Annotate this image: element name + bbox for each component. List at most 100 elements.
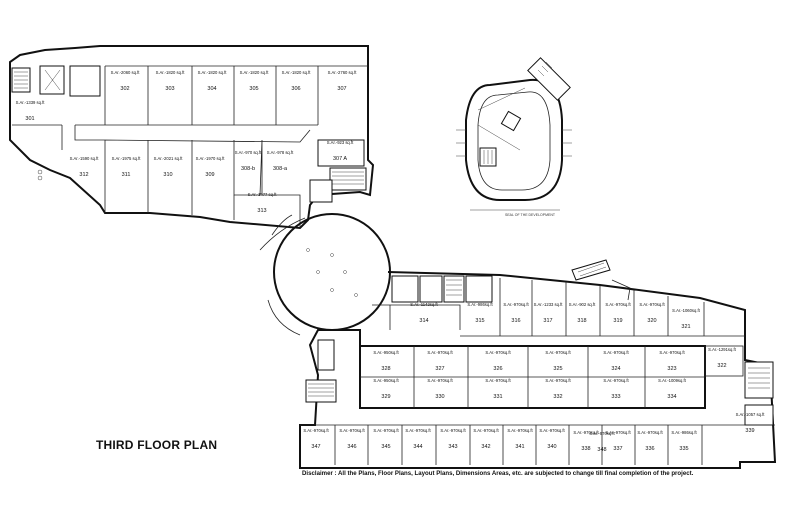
unit-area-label: S.Ar.-970sq.ft [503, 302, 529, 307]
unit-number-label: 331 [493, 394, 502, 400]
unit-area-label: S.Ar.-2760 sq.ft [328, 70, 358, 75]
unit-area-label: S.Ar.-986sq.ft [467, 302, 493, 307]
unit-number-label: 303 [165, 86, 174, 92]
left-wing [9, 45, 375, 230]
unit-number-label: 327 [435, 366, 444, 372]
unit-area-label: S.Ar.-970sq.ft [539, 428, 565, 433]
unit-number-label: 334 [667, 394, 676, 400]
unit-area-label: S.Ar.-1291sq.ft [708, 347, 737, 352]
unit-number-label: 332 [553, 394, 562, 400]
unit-number-label: 324 [611, 366, 620, 372]
unit-area-label: S.Ar.-950sq.ft [373, 378, 399, 383]
unit-area-label: S.Ar.-1820 sq.ft [156, 70, 186, 75]
unit-number-label: 308-a [273, 166, 288, 172]
unit-number-label: 304 [207, 86, 216, 92]
unit-number-label: 322 [717, 363, 726, 369]
unit-area-label: S.Ar.-970sq.ft [573, 430, 599, 435]
unit-number-label: 340 [547, 444, 556, 450]
unit-area-label: S.Ar.-970sq.ft [373, 428, 399, 433]
unit-number-label: 344 [413, 444, 422, 450]
unit-number-label: 311 [122, 172, 131, 178]
unit-number-label: 306 [291, 86, 300, 92]
unit-area-label: S.Ar.-970 sq.ft [235, 150, 262, 155]
unit-area-label: S.Ar.-1820 sq.ft [282, 70, 312, 75]
unit-area-label: S.Ar.-1060sq.ft [672, 308, 701, 313]
unit-number-label: 307 [337, 86, 346, 92]
unit-number-label: 336 [645, 446, 654, 452]
unit-area-label: S.Ar.-986sq.ft [671, 430, 697, 435]
unit-number-label: 312 [79, 172, 88, 178]
unit-number-label: 341 [515, 444, 524, 450]
unit-area-label: S.Ar.-970sq.ft [485, 378, 511, 383]
unit-area-label: S.Ar.-970sq.ft [303, 428, 329, 433]
right-wing [299, 259, 777, 469]
unit-number-label: 339 [745, 428, 754, 434]
unit-area-label: S.Ar.-970sq.ft [603, 378, 629, 383]
unit-number-label: 337 [613, 446, 622, 452]
unit-number-label: 305 [249, 86, 258, 92]
unit-number-label: 345 [381, 444, 390, 450]
unit-number-label: 315 [475, 318, 484, 324]
unit-area-label: S.Ar.-1975 sq.ft [112, 156, 142, 161]
unit-number-label: 320 [647, 318, 656, 324]
unit-number-label: 338 [581, 446, 590, 452]
unit-number-label: 325 [553, 366, 562, 372]
unit-area-label: S.Ar.-970sq.ft [427, 350, 453, 355]
unit-area-label: S.Ar.-970sq.ft [659, 350, 685, 355]
unit-area-label: S.Ar.-970sq.ft [605, 302, 631, 307]
unit-number-label: 308-b [241, 166, 255, 172]
unit-area-label: S.Ar.-1142sq.ft [410, 302, 438, 307]
unit-number-label: 313 [257, 208, 266, 214]
unit-area-label: S.Ar.-1009sq.ft [658, 378, 687, 383]
key-plan: SEAL OF THE DEVELOPMENT [456, 57, 572, 217]
unit-number-label: 335 [679, 446, 688, 452]
unit-area-label: S.Ar.-970sq.ft [545, 378, 571, 383]
disclaimer-text: Disclaimer : All the Plans, Floor Plans,… [302, 470, 694, 477]
unit-number-label: 342 [481, 444, 490, 450]
unit-area-label: S.Ar.-950sq.ft [373, 350, 399, 355]
unit-area-label: S.Ar.-1820 sq.ft [198, 70, 228, 75]
unit-number-label: 321 [681, 324, 690, 330]
unit-number-label: 302 [120, 86, 129, 92]
unit-area-label: S.Ar.-1590 sq.ft [70, 156, 100, 161]
unit-number-label: 347 [311, 444, 320, 450]
unit-area-label: S.Ar.-1970 sq.ft [196, 156, 226, 161]
unit-area-label: S.Ar.-970sq.ft [639, 302, 665, 307]
unit-number-label: 333 [611, 394, 620, 400]
unit-area-label: S.Ar.-2060 sq.ft [111, 70, 141, 75]
unit-area-label: S.Ar.-970sq.ft [440, 428, 466, 433]
unit-area-label: S.Ar.-923 sq.ft [327, 140, 354, 145]
unit-number-label: 328 [381, 366, 390, 372]
unit-area-label: S.Ar.-1820 sq.ft [240, 70, 270, 75]
unit-number-label: 329 [381, 394, 390, 400]
unit-area-label: S.Ar.-970sq.ft [605, 430, 631, 435]
unit-area-label: S.Ar.-970sq.ft [405, 428, 431, 433]
unit-area-label: S.Ar.-1057 sq.ft [736, 412, 766, 417]
unit-number-label: 343 [448, 444, 457, 450]
key-plan-caption: SEAL OF THE DEVELOPMENT [505, 213, 556, 217]
central-atrium [259, 213, 391, 336]
unit-area-label: S.Ar.-970sq.ft [485, 350, 511, 355]
unit-number-label: 318 [577, 318, 586, 324]
unit-area-label: S.Ar.-970sq.ft [473, 428, 499, 433]
unit-area-label: S.Ar.-970sq.ft [637, 430, 663, 435]
unit-area-label: S.Ar.-970sq.ft [603, 350, 629, 355]
unit-area-label: S.Ar.-2021 sq.ft [154, 156, 184, 161]
unit-number-label: 309 [205, 172, 214, 178]
unit-number-label: 330 [435, 394, 444, 400]
unit-number-label: 319 [613, 318, 622, 324]
unit-number-label: 323 [667, 366, 676, 372]
unit-number-label: 314 [419, 318, 428, 324]
unit-number-label: 316 [511, 318, 520, 324]
unit-number-label: 317 [543, 318, 552, 324]
unit-area-label: S.Ar.-970sq.ft [427, 378, 453, 383]
unit-number-label: 307 A [333, 156, 347, 162]
unit-number-label: 326 [493, 366, 502, 372]
plan-title: THIRD FLOOR PLAN [96, 438, 218, 452]
unit-area-label: S.Ar.-902 sq.ft [569, 302, 596, 307]
unit-area-label: S.Ar.-1233 sq.ft [534, 302, 564, 307]
unit-area-label: S.Ar.-1339 sq.ft [16, 100, 46, 105]
